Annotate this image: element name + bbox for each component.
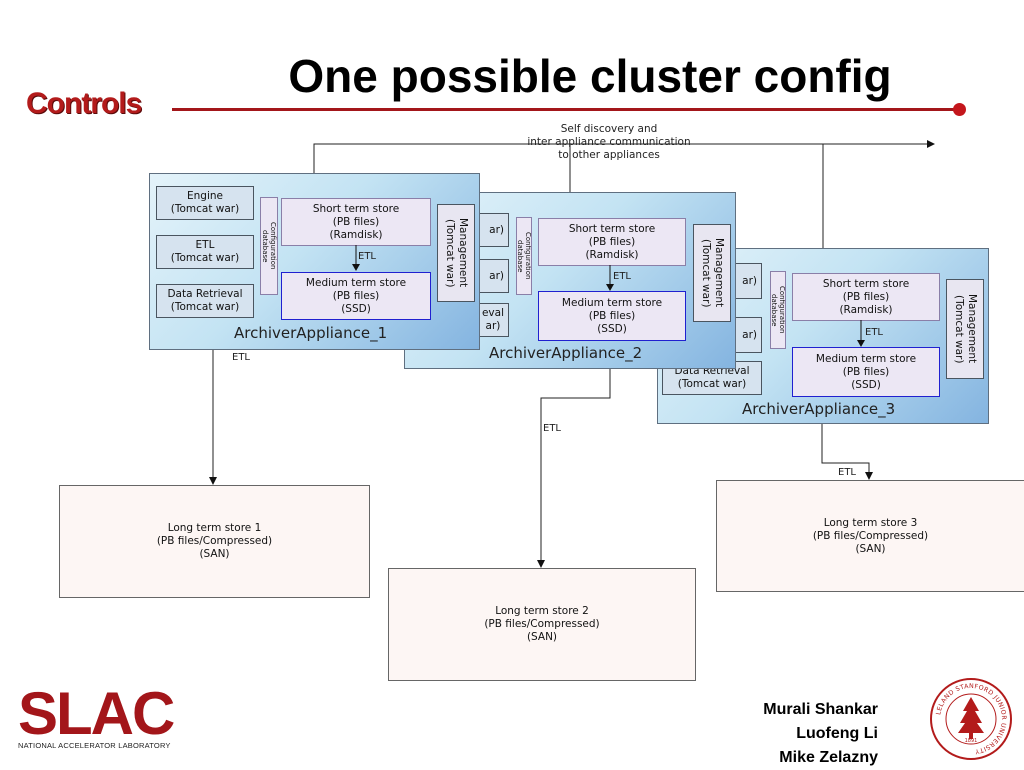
appliance-2-internal-etl-label: ETL [613, 271, 631, 282]
slac-logo-text: SLAC [18, 684, 174, 740]
appliance-2-medium-term-store: Medium term store (PB files) (SSD) [538, 291, 686, 341]
appliance-1-etl-box: ETL (Tomcat war) [156, 235, 254, 269]
long-term-store-3: Long term store 3 (PB files/Compressed) … [716, 480, 1024, 592]
etl-arrow-lts-2 [537, 368, 611, 568]
appliance-3-medium-term-store: Medium term store (PB files) (SSD) [792, 347, 940, 397]
appliance-3-config-db: Configuration database [770, 271, 786, 349]
appliance-3-name: ArchiverAppliance_3 [742, 400, 896, 418]
appliance-1-medium-term-store: Medium term store (PB files) (SSD) [281, 272, 431, 320]
slac-logo: SLAC [18, 684, 176, 740]
author-list: Murali Shankar Luofeng Li Mike Zelazny [763, 698, 878, 770]
appliance-2-management-label: Management (Tomcat war) [700, 238, 725, 308]
appliance-3-config-db-label: Configuration database [770, 286, 786, 334]
appliance-1-name: ArchiverAppliance_1 [234, 324, 388, 342]
stanford-seal-icon: LELAND STANFORD JUNIOR UNIVERSITY 1891 [930, 678, 1012, 760]
appliance-1-management-label: Management (Tomcat war) [444, 218, 469, 288]
appliance-3-short-term-store: Short term store (PB files) (Ramdisk) [792, 273, 940, 321]
section-label: Controls [26, 87, 142, 120]
self-discovery-note: Self discovery and inter appliance commu… [527, 123, 691, 161]
etl-label-lts-1: ETL [232, 352, 250, 363]
slide-title: One possible cluster config [288, 50, 892, 102]
etl-arrow-lts-3 [821, 423, 873, 480]
appliance-1: Engine (Tomcat war) ETL (Tomcat war) Dat… [149, 173, 480, 350]
appliance-2-config-db-label: Configuration database [516, 232, 532, 280]
appliance-3-management-label: Management (Tomcat war) [953, 294, 978, 364]
self-discovery-connector [313, 140, 935, 173]
appliance-3-internal-etl-label: ETL [865, 327, 883, 338]
author-name: Luofeng Li [796, 725, 878, 742]
appliance-1-internal-etl-label: ETL [358, 251, 376, 262]
slac-logo-subtitle: NATIONAL ACCELERATOR LABORATORY [18, 741, 171, 750]
appliance-1-config-db: Configuration database [260, 197, 278, 295]
appliance-3-internal-arrow [857, 320, 865, 347]
author-name: Mike Zelazny [779, 749, 878, 766]
appliance-2-name: ArchiverAppliance_2 [489, 344, 643, 362]
etl-label-lts-2: ETL [543, 423, 561, 434]
long-term-store-2: Long term store 2 (PB files/Compressed) … [388, 568, 696, 681]
author-name: Murali Shankar [763, 701, 878, 718]
appliance-1-config-db-label: Configuration database [261, 222, 277, 270]
appliance-3-management-box: Management (Tomcat war) [946, 279, 984, 379]
appliance-1-management-box: Management (Tomcat war) [437, 204, 475, 302]
appliance-1-engine-box: Engine (Tomcat war) [156, 186, 254, 220]
appliance-1-short-term-store: Short term store (PB files) (Ramdisk) [281, 198, 431, 246]
appliance-2-management-box: Management (Tomcat war) [693, 224, 731, 322]
seal-year: 1891 [965, 738, 978, 744]
appliance-2-config-db: Configuration database [516, 217, 532, 295]
long-term-store-1: Long term store 1 (PB files/Compressed) … [59, 485, 370, 598]
appliance-1-data-retrieval-box: Data Retrieval (Tomcat war) [156, 284, 254, 318]
appliance-2-short-term-store: Short term store (PB files) (Ramdisk) [538, 218, 686, 266]
title-divider-dot [953, 103, 966, 116]
etl-label-lts-3: ETL [838, 467, 856, 478]
appliance-2-internal-arrow [606, 265, 614, 291]
appliance-1-internal-arrow [352, 245, 360, 271]
title-divider [172, 108, 956, 111]
